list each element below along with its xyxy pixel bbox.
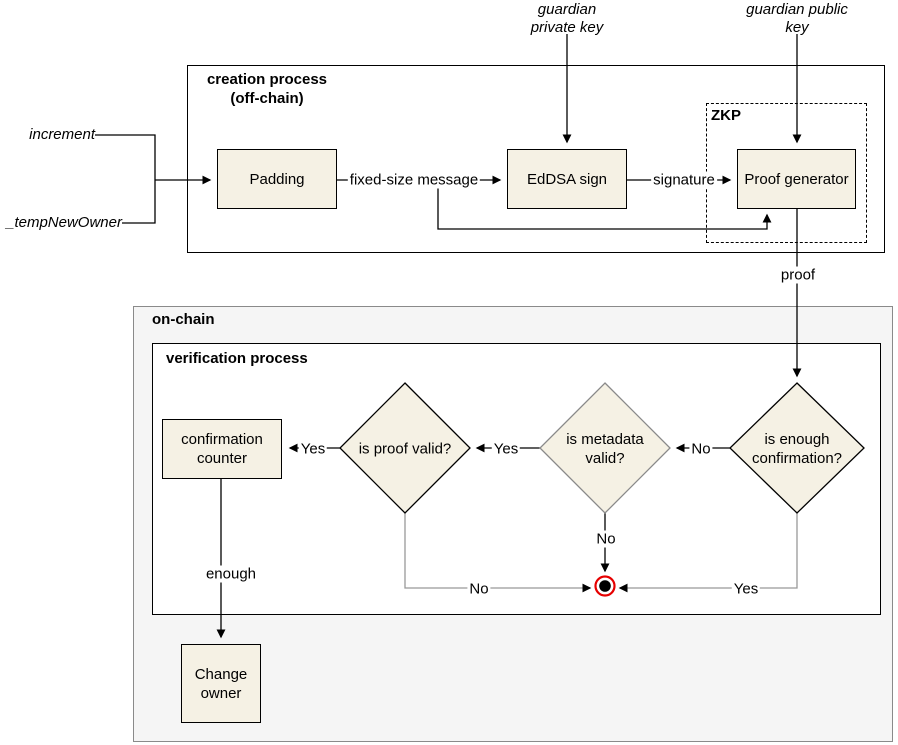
is-enough-confirmation-diamond <box>729 382 865 514</box>
increment-label: increment <box>29 126 95 143</box>
creation-container <box>187 65 885 253</box>
end-state-inner-dot <box>599 580 611 592</box>
guardian-public-key-line2: key <box>785 19 809 36</box>
verification-container <box>152 343 881 615</box>
padding-node: Padding <box>217 149 337 209</box>
is-enough-confirmation-label: is enough confirmation? <box>752 430 842 468</box>
guardian-private-key-line2: private key <box>530 19 604 36</box>
enough-label: enough <box>203 565 259 583</box>
fixed-size-message-label: fixed-size message <box>347 171 481 189</box>
edge-enough-to-end <box>618 513 798 593</box>
confirmation-counter-line2: counter <box>196 450 248 467</box>
is-metadata-valid-diamond <box>539 382 671 514</box>
padding-label: Padding <box>249 170 305 188</box>
change-owner-line1: Change <box>194 665 248 683</box>
proof-generator-node: Proof generator <box>737 149 856 209</box>
change-owner-line2: owner <box>200 684 242 702</box>
guardian-public-key-label: guardian public key <box>732 1 862 37</box>
verification-title: verification process <box>166 350 308 367</box>
is-metadata-valid-line1: is metadata <box>566 431 644 448</box>
is-proof-valid-label: is proof valid? <box>358 440 452 458</box>
no-enough-to-metadata-label: No <box>689 440 713 458</box>
signature-label: signature <box>651 171 717 189</box>
guardian-private-key-line1: guardian <box>537 1 597 18</box>
confirmation-counter-line1: confirmation <box>181 431 263 448</box>
no-proof-to-end-label: No <box>467 580 491 598</box>
edge-increment-join <box>95 134 156 224</box>
temp-new-owner-label: _tempNewOwner <box>6 214 122 231</box>
yes-enough-to-end-label: Yes <box>731 580 761 598</box>
is-enough-confirmation-line1: is enough <box>764 431 830 448</box>
is-proof-valid-diamond <box>339 382 471 514</box>
creation-title-line2: (off-chain) <box>230 90 304 107</box>
yes-metadata-to-proof-label: Yes <box>491 440 521 458</box>
change-owner-node: Change owner <box>181 644 261 723</box>
guardian-public-key-line1: guardian public <box>746 1 848 18</box>
is-enough-confirmation-line2: confirmation? <box>751 450 843 467</box>
is-metadata-valid-label: is metadata valid? <box>566 430 644 468</box>
eddsa-sign-node: EdDSA sign <box>507 149 627 209</box>
creation-title: creation process (off-chain) <box>197 70 337 108</box>
zkp-label: ZKP <box>711 107 741 124</box>
no-metadata-to-end-label: No <box>594 530 618 548</box>
proof-label: proof <box>778 266 818 284</box>
edge-message-to-proofgen <box>437 188 772 230</box>
eddsa-sign-label: EdDSA sign <box>526 170 608 188</box>
yes-proof-to-counter-label: Yes <box>298 440 328 458</box>
edge-proofvalid-to-end <box>404 513 592 593</box>
guardian-private-key-label: guardian private key <box>507 1 627 37</box>
confirmation-counter-node: confirmation counter <box>162 419 282 479</box>
proof-generator-label: Proof generator <box>744 170 849 188</box>
is-metadata-valid-line2: valid? <box>585 450 625 467</box>
creation-title-line1: creation process <box>206 71 328 88</box>
onchain-title: on-chain <box>152 311 215 328</box>
